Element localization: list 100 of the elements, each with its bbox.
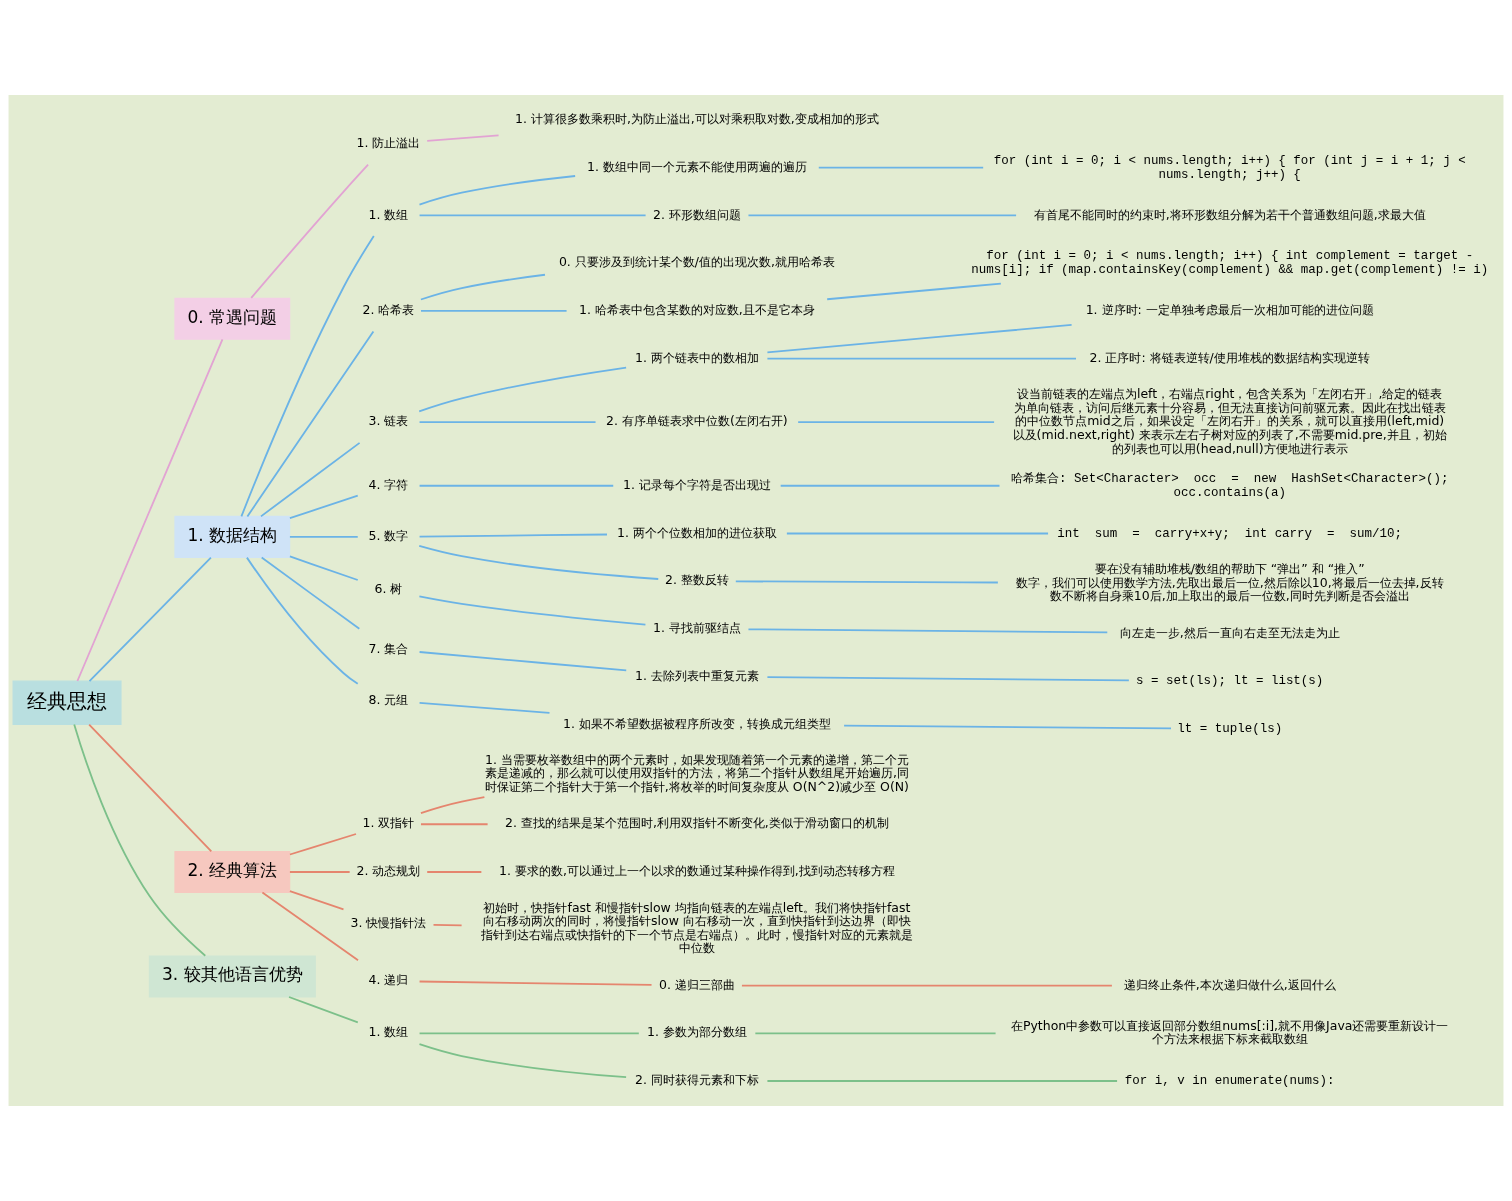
node-text: 向左走一步,然后一直向右走至无法走为止	[1119, 624, 1340, 640]
node-text: 3. 快慢指针法	[350, 915, 427, 931]
connector	[246, 330, 375, 518]
connector	[418, 1043, 627, 1079]
node-text: s = set(ls); lt = list(s)	[1136, 674, 1324, 689]
connector	[418, 366, 627, 413]
connector	[261, 891, 359, 962]
node-text: 2. 查找的结果是某个范围时,利用双指针不断变化,类似于滑动窗口的机制	[505, 815, 889, 831]
node-text: 1. 数组中同一个元素不能使用两遍的遍历	[586, 158, 807, 174]
node-text: 哈希集合: Set<Character> occ = new HashSet<Character>(); occ.contains(a)	[1010, 472, 1449, 500]
connector	[766, 676, 1130, 682]
node-box: 3. 较其他语言优势	[148, 955, 316, 998]
connector	[747, 628, 1109, 634]
node-text: 7. 集合	[368, 640, 409, 656]
node-text: 1. 计算很多数乘积时,为防止溢出,可以对乘积取对数,变成相加的形式	[515, 111, 879, 127]
node-text: 1. 两个链表中的数相加	[634, 349, 759, 365]
connector	[843, 724, 1172, 730]
node-text: 1. 当需要枚举数组中的两个元素时，如果发现随着第一个元素的递增，第二个元素是递减的，那么就可以使用双指针的方法，将第二个指针从数组尾开始遍历,同时保证第二个指针大于第一个指针,将枚举的时间复杂度从 O(N^2)减少至 O(N)	[484, 751, 909, 795]
connector	[418, 1032, 640, 1035]
connector	[785, 532, 1049, 535]
connector	[426, 871, 483, 873]
connector	[289, 555, 359, 581]
node-text: 在Python中参数可以直接返回部分数组nums[:i],就不用像Java还需要重新设计一个方法来根据下标来截取数组	[1010, 1017, 1449, 1047]
node-text: for (int i = 0; i < nums.length; i++) { for (int j = i + 1; j < nums.length; j++) {	[993, 154, 1466, 182]
connector	[73, 723, 207, 957]
connector	[246, 556, 359, 685]
node-text: 2. 动态规划	[356, 863, 421, 879]
node-box: 0. 常遇问题	[174, 297, 291, 340]
node-text: 1. 双指针	[362, 815, 415, 831]
connector	[289, 890, 345, 911]
connector	[741, 984, 1113, 987]
node-text: 2. 环形数组问题	[652, 206, 741, 222]
connector	[289, 871, 351, 873]
connector	[418, 701, 551, 714]
connector	[426, 134, 500, 142]
connector	[289, 833, 357, 856]
node-text: 2. 正序时: 将链表逆转/使用堆栈的数据结构实现逆转	[1089, 349, 1370, 365]
connector	[418, 545, 660, 580]
node-text: 2. 整数反转	[664, 572, 729, 588]
node-text: 2. 同时获得元素和下标	[634, 1072, 759, 1088]
connector	[88, 723, 213, 853]
node-text: 1. 记录每个字符是否出现过	[622, 476, 771, 492]
connector	[420, 823, 489, 826]
node-text: 0. 递归三部曲	[658, 976, 735, 992]
connector	[418, 484, 615, 487]
connector	[418, 421, 597, 424]
connector	[418, 595, 647, 626]
connector	[289, 494, 359, 520]
connector	[418, 533, 608, 538]
node-box: 2. 经典算法	[174, 850, 291, 893]
node-text: 1. 如果不希望数据被程序所改变，转换成元组类型	[562, 715, 831, 731]
connector	[289, 536, 359, 538]
connector	[779, 484, 1001, 487]
connector	[420, 796, 486, 814]
node-text: 3. 链表	[368, 413, 409, 429]
node-box: 1. 数据结构	[174, 515, 291, 558]
connector	[260, 556, 361, 630]
node-text: 1. 数组	[368, 206, 409, 222]
node-text: 0. 只要涉及到统计某个数/值的出现次数,就用哈希表	[558, 254, 835, 270]
node-text: for (int i = 0; i < nums.length; i++) { int complement = target - nums[i]; if (map.containsKey(complement) && map.get(complement) != i)	[971, 249, 1489, 278]
node-text: int sum = carry+x+y; int carry = sum/10;	[1057, 526, 1403, 541]
node-text: 1. 防止溢出	[356, 135, 421, 151]
node-text: 8. 元组	[368, 691, 409, 707]
connector	[88, 556, 212, 682]
connector	[766, 357, 1077, 360]
node-text: 2. 有序单链表求中位数(左闭右开)	[606, 413, 788, 429]
node-text: 1. 去除列表中重复元素	[634, 667, 759, 683]
connector	[766, 324, 1073, 354]
node-text: 1. 寻找前驱结点	[652, 620, 741, 636]
connector	[418, 980, 653, 986]
connector	[754, 1032, 997, 1035]
node-text: 1. 哈希表中包含某数的对应数,且不是它本身	[579, 302, 815, 318]
connector	[240, 235, 375, 518]
node-text: 设当前链表的左端点为left，右端点right，包含关系为「左闭右开」,给定的链表为单向链表，访问后继元素十分容易，但无法直接访问前驱元素。因此在找出链表的中位数节点mid之后，如果设定「左闭右开」的关系，就可以直接用(left,mid) 以及(mid.next,right) 来表示左右子树对应的列表了,不需要mid.pre,并且，初始的列表也可以用(head,null)方便地进行表示	[1012, 386, 1447, 456]
node-text: 1. 要求的数,可以通过上一个以求的数通过某种操作得到,找到动态转移方程	[499, 863, 895, 879]
connector	[826, 282, 1002, 301]
node-text: for i, v in enumerate(nums):	[1124, 1074, 1335, 1089]
connector	[288, 996, 359, 1024]
node-text: 1. 参数为部分数组	[646, 1024, 747, 1040]
node-text: 2. 哈希表	[362, 302, 415, 318]
connector	[734, 580, 999, 584]
connector	[76, 338, 224, 682]
node-text: 初始时，快指针fast 和慢指针slow 均指向链表的左端点left。我们将快指针fast 向右移动两次的同时，将慢指针slow 向右移动一次，直到快指针到达边界（即快指针到达右端点或快指针的下一个节点是右端点）。此时，慢指针对应的元素就是中位数	[480, 899, 913, 956]
node-text: 4. 递归	[368, 972, 409, 988]
connector	[418, 214, 647, 217]
node-text: 递归终止条件,本次递归做什么,返回什么	[1123, 976, 1336, 992]
connector	[418, 175, 577, 206]
node-text: 5. 数字	[368, 528, 409, 544]
node-text: 1. 数组	[368, 1024, 409, 1040]
connector	[419, 273, 546, 301]
connector	[418, 651, 628, 672]
node-text: 有首尾不能同时的约束时,将环形数组分解为若干个普通数组问题,求最大值	[1033, 206, 1426, 222]
connector	[817, 166, 985, 169]
connector	[420, 309, 568, 312]
node-text: lt = tuple(ls)	[1177, 722, 1283, 737]
node-text: 4. 字符	[368, 476, 409, 492]
node-text: 6. 树	[374, 581, 403, 597]
connector	[747, 214, 1017, 217]
connector	[260, 441, 361, 518]
node-text: 1. 逆序时: 一定单独考虑最后一次相加可能的进位问题	[1085, 302, 1374, 318]
